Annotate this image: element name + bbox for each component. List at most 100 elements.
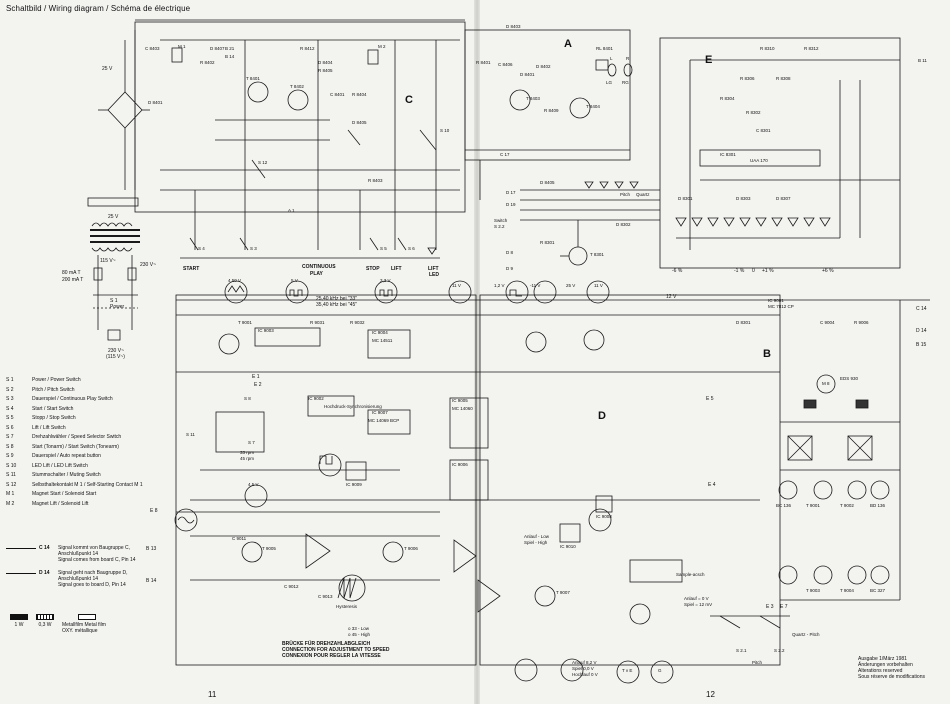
e-r8302: R 8302 [746, 110, 761, 115]
d-e2: E 2 [254, 382, 262, 388]
hyst-spiel12: Spiel = 12 mV [684, 602, 713, 607]
c-c8403: C 8403 [145, 46, 160, 51]
d-c9013: C 9013 [318, 594, 333, 599]
c-d8401: D 8401 [148, 100, 163, 105]
b-e7: E 7 [780, 604, 788, 610]
sw-r8301: R 8301 [540, 240, 555, 245]
hyst-spiel-high: Spiel - High [524, 540, 548, 545]
d-ic9009: IC 9009 [346, 482, 362, 487]
e-r8308: R 8308 [776, 76, 791, 81]
bridge-note: BRÜCKE FÜR DREHZAHLABGLEICH CONNECTION F… [282, 641, 390, 659]
c-r8412: R 8412 [300, 46, 315, 51]
b-mc7812: MC 7812 CP [768, 304, 794, 309]
d-ic9005: IC 9005 [452, 398, 468, 403]
b-bd136: BD 136 [870, 503, 886, 508]
b-d8301: D 8301 [736, 320, 751, 325]
osc-33v: 3,3 V [380, 278, 391, 283]
continuous-label: CONTINUOUS [302, 264, 336, 270]
e-r8304: R 8304 [720, 96, 735, 101]
a-lg: LG [606, 80, 613, 85]
hyst-anlauf-low: Anlauf - Low [524, 534, 550, 539]
d-ic9008: IC 9008 [596, 514, 612, 519]
section-e-frame [659, 37, 901, 269]
page-number-left: 11 [208, 690, 217, 699]
c-s5: S 5 [380, 246, 387, 251]
e-r8312: R 8312 [804, 46, 819, 51]
b-e3: E 3 [766, 604, 774, 610]
section-a-frame [464, 29, 631, 161]
osc-11v: 11 V [594, 283, 603, 288]
d-r9032: R 9032 [350, 320, 365, 325]
resistor-icon [78, 614, 96, 620]
lift-led-label: LIFT [428, 266, 439, 272]
c-d8404: D 8404 [318, 60, 333, 65]
osc-450v: 4,50 V [228, 278, 242, 283]
a-rg: RG [622, 80, 629, 85]
hyst-anlauf0: Anlauf = 0 V [684, 596, 709, 601]
d-ic9006: IC 9006 [452, 462, 468, 467]
b-t9002: T 9002 [840, 503, 854, 508]
b-bc327: BC 327 [870, 588, 886, 593]
sw-d19: D 19 [506, 202, 516, 207]
a-t8404: T 8404 [586, 104, 600, 109]
lift-label: LIFT [391, 266, 402, 272]
e-c8301: C 8301 [756, 128, 771, 133]
scale-zero: 0 [752, 268, 755, 274]
c-c8401: C 8401 [330, 92, 345, 97]
fuse2-label: 200 mA T [62, 277, 84, 283]
resistor-legend: 1 W 0,3 W Metallfilm Metal film OXY. mét… [10, 614, 112, 634]
sw-s22: S 2.2 [494, 224, 505, 229]
power-switch-label: Power [110, 304, 125, 310]
d-c9011: C 9011 [232, 536, 247, 541]
d-ic9007: IC 9007 [372, 410, 388, 415]
resistor-icon [10, 614, 28, 620]
page-gutter [474, 0, 480, 704]
d-e8: E 8 [150, 508, 158, 514]
osc-12v: 1,2 V [494, 283, 505, 288]
a-r: R [626, 56, 630, 61]
mains-label: 230 V~ [108, 348, 124, 354]
c-d8405: D 8405 [352, 120, 367, 125]
c-t8401: T 8401 [246, 76, 260, 81]
c-r8403: R 8403 [368, 178, 383, 183]
sw-quartz: Quartz [636, 192, 650, 197]
c-b21: B 21 [225, 46, 235, 51]
b-s21: S 2.1 [736, 648, 747, 653]
op-amp-1 [305, 533, 331, 569]
v25b-label: 25 V [108, 214, 119, 220]
d-12v: 12 V [666, 294, 677, 300]
c-r8402: R 8402 [200, 60, 215, 65]
scale-plus6: +6 % [822, 268, 834, 274]
c-r8404: R 8404 [352, 92, 367, 97]
d-mc14060: MC 14060 [452, 406, 473, 411]
b-r9006: R 9006 [854, 320, 869, 325]
c-s6: S 6 [408, 246, 415, 251]
rot-45: 45 rpm [240, 456, 255, 461]
hyst-tve: T v E [622, 668, 633, 673]
transformer-secondary: 230 V~ [140, 262, 156, 268]
b-m8: M 8 [822, 381, 830, 386]
hyst-label: Hysteresis [336, 604, 358, 609]
note-line-en: CONNECTION FOR ADJUSTMENT TO SPEED [282, 647, 390, 653]
b-b15: B 15 [916, 342, 927, 348]
note-line-de: BRÜCKE FÜR DREHZAHLABGLEICH [282, 641, 371, 647]
d-ic9002: IC 9002 [308, 396, 324, 401]
v25-label: 25 V [102, 66, 113, 72]
section-d-frame-left [175, 294, 477, 666]
e-b11: B 11 [918, 58, 927, 63]
d-s7: S 7 [248, 440, 255, 445]
d-minus11v: -11 V [530, 283, 541, 288]
sw-d9: D 9 [506, 266, 514, 271]
resistor-1w: 1 W [10, 614, 28, 634]
freq-sync: Hochdruck-Synchronisierung [324, 404, 382, 409]
e-ic8301: IC 8301 [720, 152, 736, 157]
